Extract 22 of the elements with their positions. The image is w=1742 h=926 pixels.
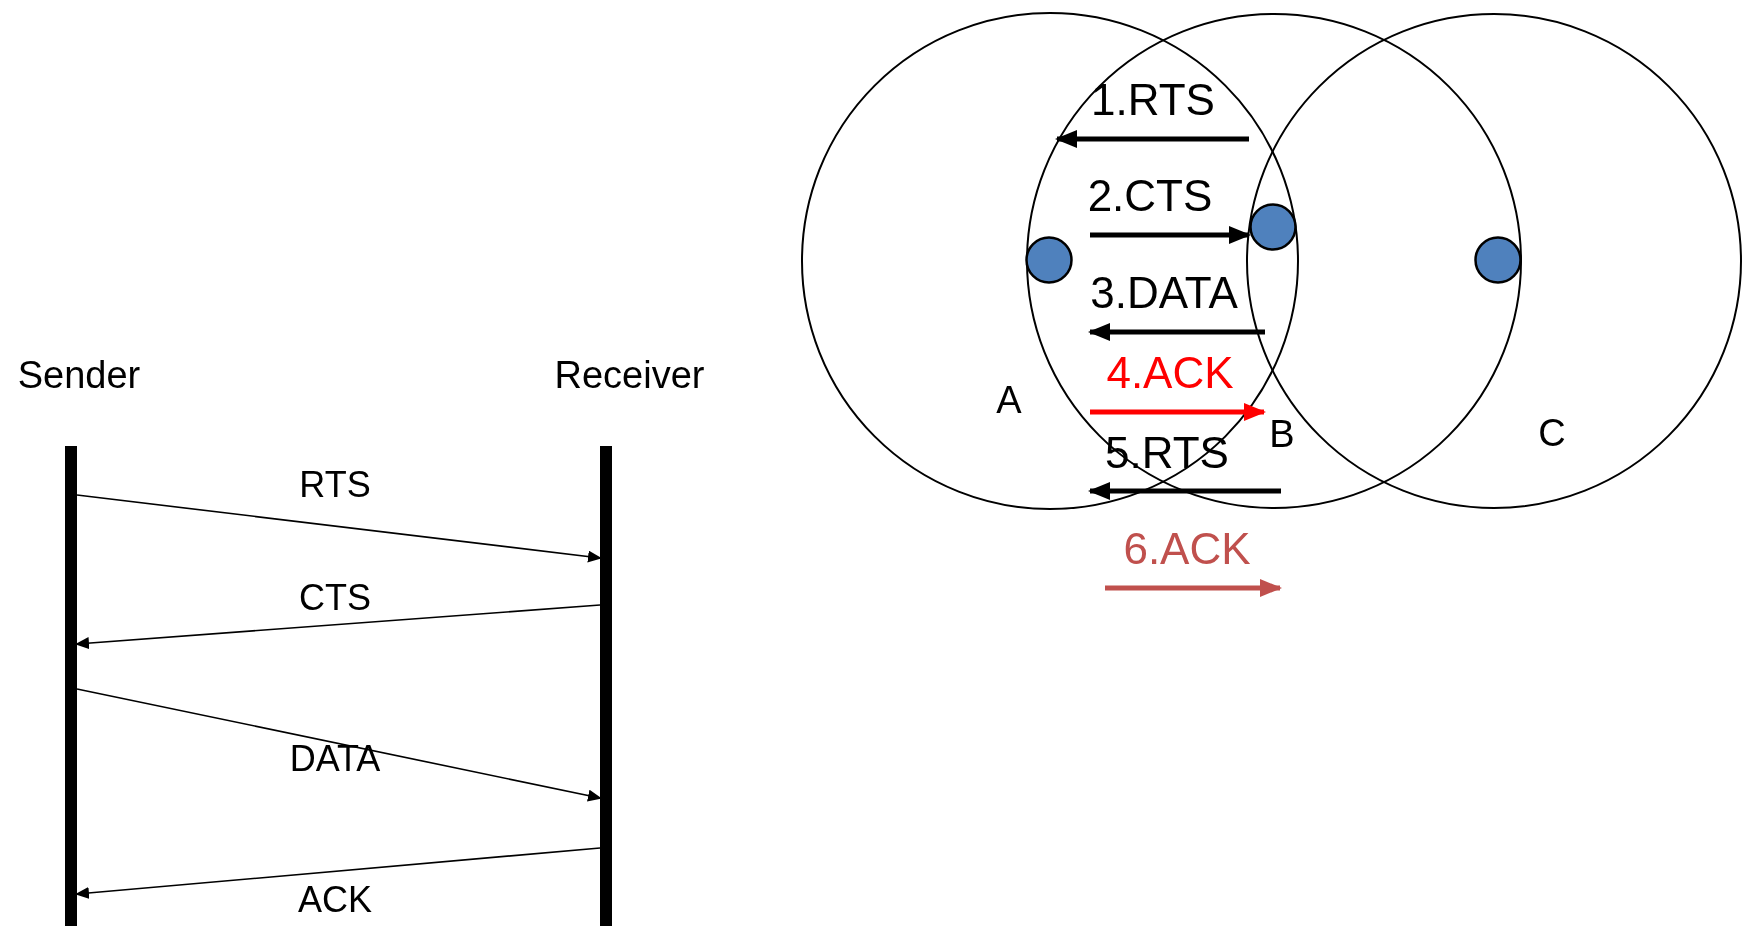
lifeline-label: Receiver	[554, 356, 705, 394]
station-dot	[1474, 236, 1522, 284]
arrow	[75, 604, 601, 650]
station-dot	[1249, 203, 1297, 251]
arrow	[75, 847, 601, 899]
arrow	[76, 688, 602, 802]
message-label: CTS	[299, 580, 371, 616]
message-label: 2.CTS	[1087, 174, 1213, 218]
arrow	[1090, 226, 1251, 244]
station-label: C	[1538, 414, 1566, 452]
station-label: B	[1269, 415, 1295, 453]
arrow	[76, 494, 602, 563]
message-label: 6.ACK	[1123, 527, 1251, 571]
message-label: RTS	[299, 467, 371, 503]
station-dot	[1025, 236, 1073, 284]
lifeline-label: Sender	[17, 356, 141, 394]
message-label: ACK	[298, 882, 372, 918]
message-label: 1.RTS	[1091, 78, 1215, 122]
message-label: 3.DATA	[1090, 271, 1238, 315]
message-label: DATA	[289, 741, 381, 777]
station-label: A	[996, 381, 1022, 419]
message-label: 4.ACK	[1106, 351, 1234, 395]
